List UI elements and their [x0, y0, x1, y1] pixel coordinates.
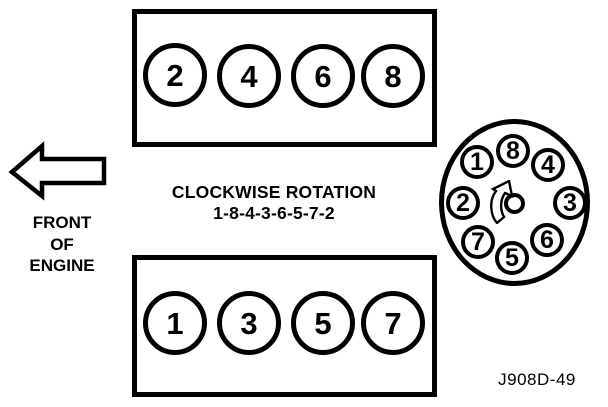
cylinder-circle: 1	[143, 291, 207, 355]
rotation-text-block: CLOCKWISE ROTATION 1-8-4-3-6-5-7-2	[157, 182, 391, 224]
cylinder-circle: 7	[361, 291, 425, 355]
cylinder-circle: 8	[361, 44, 425, 108]
front-label-line: OF	[50, 234, 74, 254]
front-label-line: ENGINE	[29, 256, 95, 275]
distributor-post: 5	[495, 241, 529, 275]
distributor-post: 4	[531, 148, 565, 182]
distributor-post: 8	[496, 134, 530, 168]
cylinder-circle: 4	[217, 44, 281, 108]
cylinder-circle: 6	[291, 44, 355, 108]
figure-id: J908D-49	[498, 370, 576, 389]
front-of-engine-arrow-icon	[8, 141, 107, 201]
cylinder-circle: 5	[291, 291, 355, 355]
rotation-arrow-icon	[490, 180, 514, 224]
distributor-post: 6	[530, 223, 564, 257]
distributor-post: 7	[461, 225, 495, 259]
rotor-center-circle	[504, 193, 525, 214]
front-label-line: FRONT	[32, 213, 92, 232]
distributor-post: 2	[446, 186, 480, 220]
rotation-heading: CLOCKWISE ROTATION	[171, 182, 377, 202]
cylinder-circle: 2	[143, 43, 207, 107]
distributor-post: 1	[460, 145, 494, 179]
cylinder-circle: 3	[217, 291, 281, 355]
distributor-post: 3	[553, 186, 587, 220]
front-of-engine-label: FRONT OF ENGINE	[12, 212, 112, 277]
firing-order: 1-8-4-3-6-5-7-2	[213, 203, 335, 223]
